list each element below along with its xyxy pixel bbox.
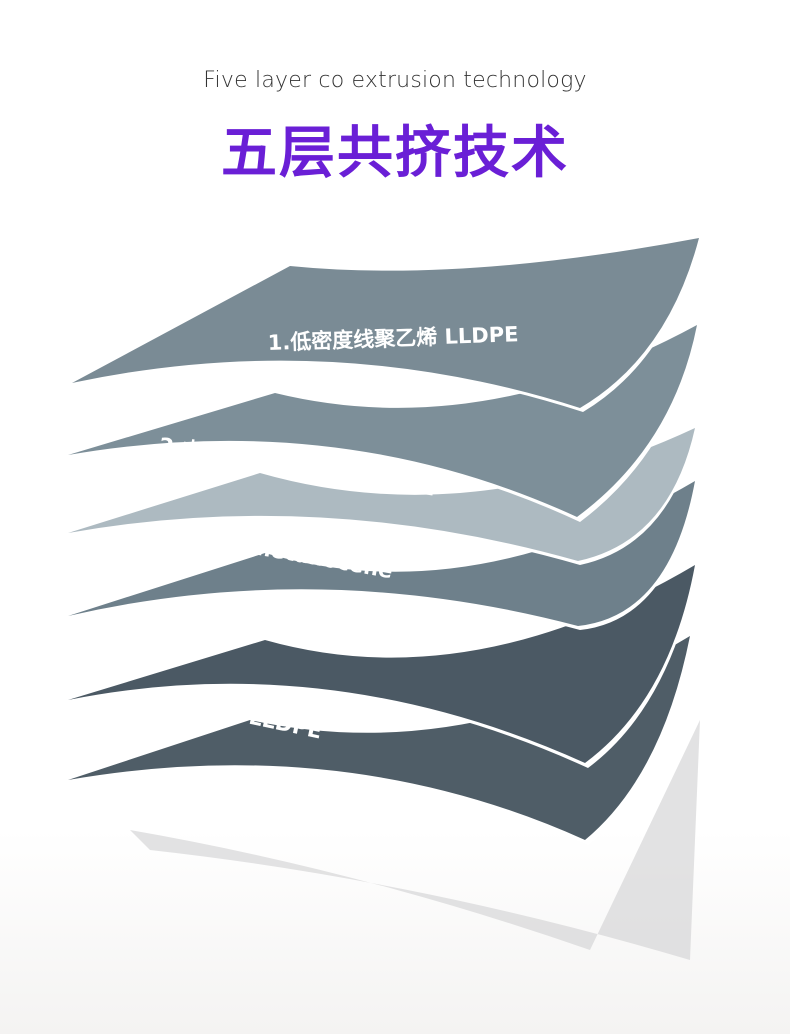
page-title: 五层共挤技术 [221,121,569,186]
subtitle: Five layer co extrusion technology [203,68,587,93]
layer-label: 4.聚乙烯 LLDPE [156,599,324,654]
layer-label: 5.聚异丁烯 PB1300 [154,766,358,839]
stack-shadow [130,720,700,960]
layer-1: 1.低密度线聚乙烯 LLDPE [72,235,702,412]
